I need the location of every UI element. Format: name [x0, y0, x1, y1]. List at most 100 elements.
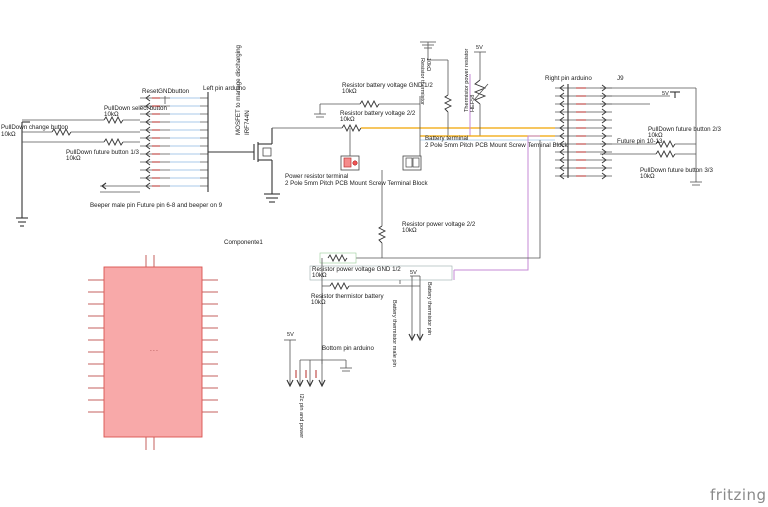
- right-pin-header: [555, 84, 612, 180]
- header-pin-arrow: [145, 174, 151, 182]
- pink-wire-right: [454, 135, 540, 271]
- reset-gnd-label: ResetGNDbutton: [142, 88, 190, 95]
- header-pin-arrow: [559, 172, 565, 180]
- mosfet-part: IRF744N: [244, 110, 251, 135]
- pulldown-future1-label: PullDown future button 1/3: [66, 149, 139, 156]
- pulldown-change-value: 10kΩ: [1, 131, 16, 138]
- header-pin-arrow: [601, 172, 607, 180]
- v5-bottom-label: 5V: [287, 332, 294, 338]
- header-pin-arrow: [601, 108, 607, 116]
- header-pin-arrow: [559, 108, 565, 116]
- svg-text:- - -: - - -: [150, 348, 158, 354]
- header-pin-arrow: [559, 100, 565, 108]
- mosfet: [208, 128, 280, 203]
- battery-thermistor-pins: [399, 275, 424, 342]
- res-thermistor-value: 10kΩ: [425, 58, 431, 71]
- v5-top-label: 5V: [476, 45, 483, 51]
- j9-connector: [600, 87, 697, 172]
- battery-thermistor-pin-label: Battery thermistor pin: [426, 282, 432, 335]
- header-pin-arrow: [145, 182, 151, 190]
- res-battery-gnd: [314, 96, 421, 118]
- v5-right-label: 5V: [662, 91, 669, 97]
- header-pin-arrow: [559, 84, 565, 92]
- header-pin-arrow: [145, 150, 151, 158]
- battery-terminal-label: Battery terminal: [425, 135, 468, 142]
- header-pin-arrow: [559, 116, 565, 124]
- header-pin-arrow: [145, 102, 151, 110]
- mosfet-label: MOSFET to manage discharging: [235, 44, 242, 135]
- header-pin-arrow: [559, 92, 565, 100]
- pulldown-select-label: PullDown select button: [104, 105, 168, 112]
- right-ground: [690, 172, 702, 186]
- res-thermistor-label: Resistor thermistor: [419, 58, 425, 105]
- res-power-22-label: Resistor power voltage 2/2: [402, 221, 476, 228]
- res-power-gnd-value: 10kΩ: [312, 272, 327, 279]
- header-pin-arrow: [145, 166, 151, 174]
- power-terminal-label: Power resistor terminal: [285, 173, 348, 180]
- beeper-pins: [100, 182, 140, 193]
- thermistor-power: [469, 51, 489, 136]
- res-battery-gnd-value: 10kΩ: [342, 88, 357, 95]
- battery-terminal-desc: 2 Pole 5mm Pitch PCB Mount Screw Termina…: [425, 142, 568, 149]
- fritzing-logo: fritzing: [710, 486, 767, 504]
- pulldown-future2-label: PullDown future button 2/3: [648, 126, 721, 133]
- pulldown-change-resistor: [22, 127, 140, 137]
- pulldown-future3-label: PullDown future button 3/3: [640, 167, 713, 174]
- res-thermistor-battery: [321, 258, 455, 364]
- header-pin-arrow: [601, 156, 607, 164]
- header-pin-arrow: [145, 94, 151, 102]
- res-thermistor: [420, 41, 453, 136]
- left-pin-header: [140, 92, 209, 192]
- pulldown-future3-resistor: [600, 149, 696, 159]
- pulldown-future2-value: 10kΩ: [648, 132, 663, 139]
- header-pin-arrow: [145, 110, 151, 118]
- res-power-22: [377, 170, 387, 258]
- pulldown-future3-value: 10kΩ: [640, 173, 655, 180]
- bottom-pin-header: [284, 339, 352, 388]
- res-thermistor-battery-label: Resistor thermistor battery: [311, 293, 384, 300]
- pulldown-future1-resistor: [22, 137, 140, 147]
- header-pin-arrow: [145, 158, 151, 166]
- v5-mid-label: 5V: [410, 270, 417, 276]
- power-terminal: [340, 128, 422, 171]
- pulldown-future2-resistor: [600, 139, 696, 149]
- res-battery-22: [272, 123, 555, 133]
- battery-terminal-wires: [412, 104, 555, 161]
- res-power-gnd-label: Resistor power voltage GND 1/2: [312, 266, 401, 273]
- res-battery-22-label: Resistor battery voltage 2/2: [340, 110, 416, 117]
- right-pin-label: Right pin arduino: [545, 75, 592, 82]
- componente1-label: Componente1: [224, 239, 263, 246]
- header-pin-arrow: [145, 126, 151, 134]
- res-power-22-value: 10kΩ: [402, 227, 417, 234]
- header-pin-arrow: [559, 124, 565, 132]
- left-ground-rail: [16, 121, 30, 227]
- future-pin-label: Future pin 10-13: [617, 138, 663, 145]
- header-pin-arrow: [559, 164, 565, 172]
- res-power-gnd: [309, 252, 453, 281]
- componente1-chip: - - -: [88, 255, 218, 450]
- header-pin-arrow: [559, 140, 565, 148]
- battery-thermistor-male-label: Battery thermistor male pin: [391, 300, 397, 367]
- thermistor-power-label: Thermistor power resistor: [464, 48, 470, 112]
- bottom-pin-label: Bottom pin arduino: [322, 345, 374, 352]
- header-pin-arrow: [601, 164, 607, 172]
- wire-right-down: [322, 140, 541, 259]
- header-pin-arrow: [145, 118, 151, 126]
- pulldown-select-value: 10kΩ: [104, 111, 119, 118]
- header-pin-arrow: [559, 132, 565, 140]
- beeper-label: Beeper male pin Future pin 6-8 and beepe…: [90, 202, 223, 209]
- header-pin-arrow: [559, 156, 565, 164]
- header-pin-arrow: [145, 134, 151, 142]
- i2c-pin-label: I2c pin and power: [298, 394, 304, 438]
- pulldown-future1-value: 10kΩ: [66, 155, 81, 162]
- res-thermistor-battery-value: 10kΩ: [311, 299, 326, 306]
- power-terminal-desc: 2 Pole 5mm Pitch PCB Mount Screw Termina…: [285, 180, 428, 187]
- left-pin-label: Left pin arduino: [203, 85, 246, 92]
- header-pin-arrow: [601, 124, 607, 132]
- header-pin-arrow: [145, 142, 151, 150]
- thermistor-power-value: HEF58: [470, 95, 476, 112]
- header-pin-arrow: [601, 116, 607, 124]
- j9-label: J9: [617, 75, 624, 82]
